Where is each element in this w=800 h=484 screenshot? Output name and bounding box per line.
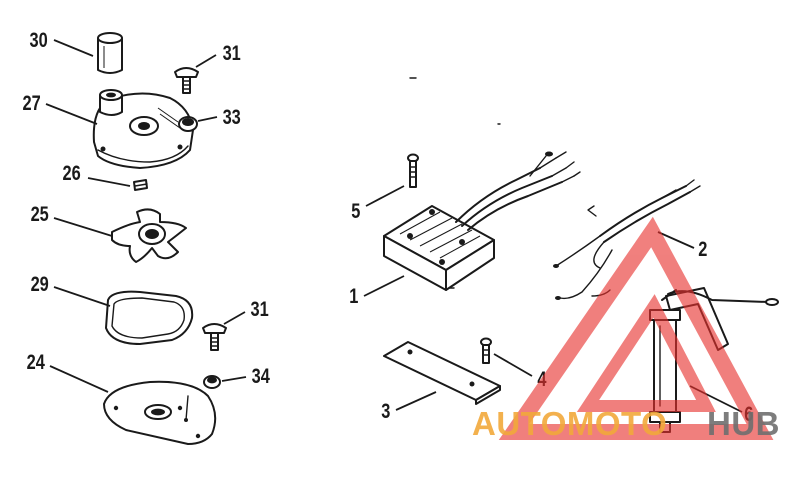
part-5-screw bbox=[407, 153, 419, 188]
callout-31-top-label: 31 bbox=[223, 41, 241, 64]
callout-33: 33 bbox=[197, 105, 241, 128]
part-24-face-plate bbox=[103, 380, 217, 445]
callout-27: 27 bbox=[23, 91, 98, 125]
callout-27-label: 27 bbox=[23, 91, 41, 114]
watermark-logo bbox=[498, 216, 774, 440]
callout-29-label: 29 bbox=[31, 272, 49, 295]
callout-1: 1 bbox=[349, 275, 405, 307]
callout-34: 34 bbox=[221, 364, 271, 387]
callout-34-leader bbox=[221, 376, 247, 382]
callout-27-leader bbox=[45, 103, 98, 125]
part-34-grommet bbox=[203, 375, 221, 389]
part-1-wire-harness bbox=[455, 151, 581, 231]
watermark-triangle-outer bbox=[498, 216, 774, 440]
part-31-bolt-middle bbox=[202, 323, 227, 351]
part-31-bolt-top bbox=[174, 67, 199, 94]
callout-2-leader bbox=[657, 231, 695, 249]
callout-4-leader bbox=[493, 353, 533, 377]
callout-26-leader bbox=[87, 177, 131, 187]
part-27-pump-housing bbox=[92, 89, 194, 169]
callout-2: 2 bbox=[657, 231, 707, 260]
callout-26-label: 26 bbox=[63, 161, 81, 184]
callout-25-label: 25 bbox=[31, 202, 49, 225]
callout-5-leader bbox=[365, 185, 405, 207]
callout-33-label: 33 bbox=[223, 105, 241, 128]
callout-31-middle: 31 bbox=[223, 297, 269, 325]
callout-3-label: 3 bbox=[381, 399, 390, 422]
callout-33-leader bbox=[197, 116, 218, 122]
part-33-grommet bbox=[178, 116, 198, 132]
callout-31-top-leader bbox=[195, 54, 217, 68]
part-1-rectifier bbox=[383, 205, 495, 291]
callout-3-leader bbox=[395, 391, 437, 411]
callout-2-label: 2 bbox=[698, 237, 707, 260]
watermark-triangle-inner bbox=[576, 294, 716, 412]
callout-30-leader bbox=[53, 39, 94, 57]
part-4-screw bbox=[480, 337, 492, 364]
part-29-gasket bbox=[105, 290, 194, 345]
callout-26: 26 bbox=[63, 161, 131, 187]
part-26-key bbox=[133, 179, 148, 191]
part-2-wiring-harness bbox=[553, 179, 701, 300]
watermark-text-hub: HUB bbox=[707, 405, 780, 442]
callout-24-leader bbox=[49, 365, 109, 393]
callout-1-label: 1 bbox=[349, 284, 358, 307]
callout-5: 5 bbox=[351, 185, 405, 222]
callout-31-middle-label: 31 bbox=[251, 297, 269, 320]
callout-30-label: 30 bbox=[30, 28, 48, 51]
part-3-mounting-plate bbox=[383, 341, 501, 405]
callout-1-leader bbox=[363, 275, 405, 297]
callout-5-label: 5 bbox=[351, 199, 360, 222]
callout-29-leader bbox=[53, 286, 111, 307]
callout-30: 30 bbox=[30, 28, 94, 57]
callout-24-label: 24 bbox=[27, 350, 46, 373]
watermark-text-automoto: AUTOMOTO bbox=[472, 405, 667, 442]
callout-34-label: 34 bbox=[252, 364, 271, 387]
part-30-sleeve bbox=[97, 32, 123, 74]
print-specks bbox=[409, 77, 501, 289]
callout-25: 25 bbox=[31, 202, 113, 237]
callout-25-leader bbox=[53, 217, 113, 237]
callout-24: 24 bbox=[27, 350, 109, 393]
callout-31-middle-leader bbox=[223, 311, 246, 325]
callout-31-top: 31 bbox=[195, 41, 241, 68]
watermark-wordmark: AUTOMOTO HUB bbox=[472, 405, 780, 442]
part-25-impeller bbox=[111, 208, 187, 263]
callout-3: 3 bbox=[381, 391, 437, 422]
callout-29: 29 bbox=[31, 272, 111, 307]
